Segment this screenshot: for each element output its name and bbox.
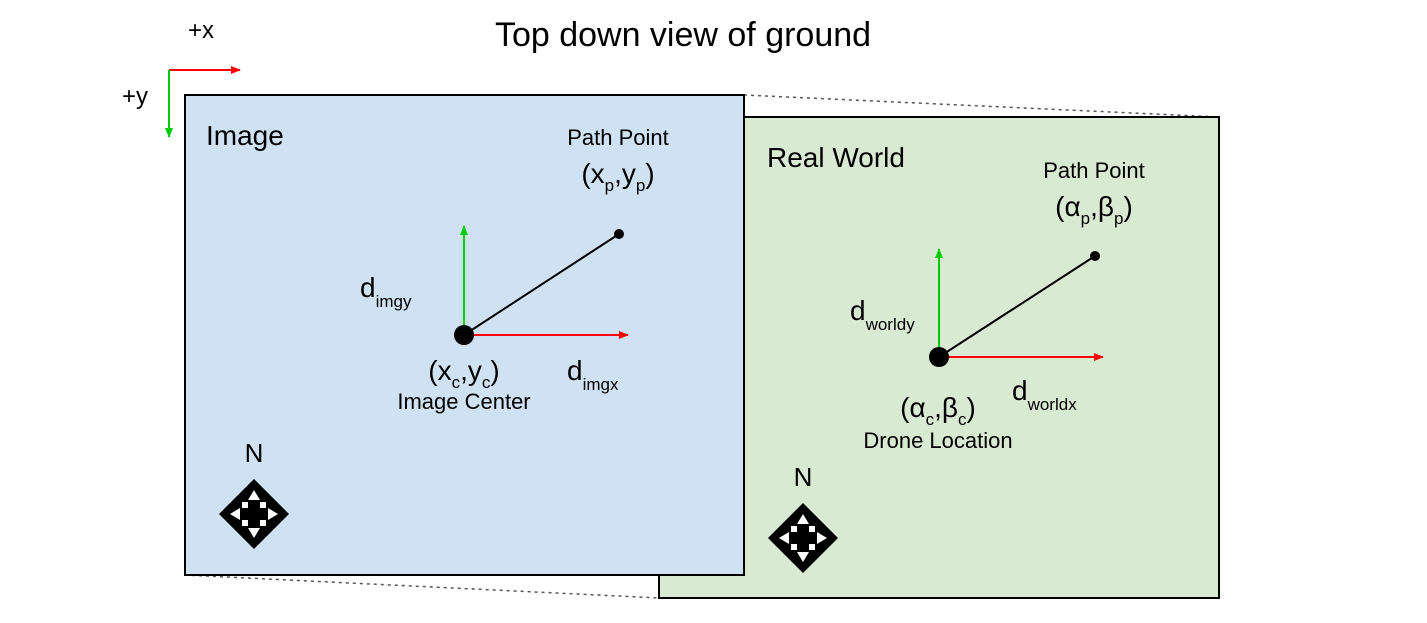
y-axis-label: +y [122,83,148,110]
projection-line-top [743,94,1220,118]
x-axis-label: +x [188,17,214,44]
image-dx-label: dimgx [567,355,619,394]
image-north-label: N [245,438,264,468]
image-path-line [463,233,620,336]
image-dy-label: dimgy [360,272,412,311]
diagram-title: Top down view of ground [495,16,871,54]
world-north-label: N [794,462,813,492]
world-dy-label: dworldy [850,295,915,334]
image-path-point-coord: (xp,yp) [581,158,654,195]
drone-location-coord: (αc,βc) [900,392,976,429]
image-center-coord: (xc,yc) [428,355,499,392]
projection-line-bottom [184,574,660,599]
image-panel: Image Path Point (xp,yp) dimgy dimgx (xc… [184,94,745,576]
image-path-point-dot [614,229,624,239]
image-label: Image [206,120,284,151]
drone-location-label: Drone Location [863,428,1012,453]
image-path-point-label: Path Point [567,125,669,150]
drone-location-dot [929,347,949,367]
world-path-point-coord: (αp,βp) [1055,191,1133,228]
image-center-dot [454,325,474,345]
world-path-point-dot [1090,251,1100,261]
real-world-label: Real World [767,142,905,173]
image-compass-icon [219,479,289,549]
image-center-label: Image Center [397,389,530,414]
world-path-point-label: Path Point [1043,158,1145,183]
world-path-line [938,255,1096,358]
world-dx-label: dworldx [1012,375,1077,414]
world-compass-icon [768,503,838,573]
